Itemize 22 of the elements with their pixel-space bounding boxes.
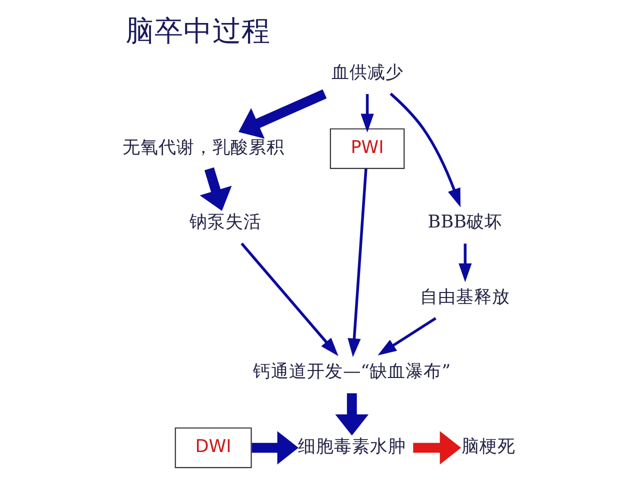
arrow bbox=[240, 242, 338, 356]
node-box: PWI bbox=[330, 128, 405, 169]
arrow bbox=[200, 166, 232, 210]
node-text: 自由基释放 bbox=[420, 286, 510, 307]
arrow bbox=[390, 92, 461, 207]
arrow bbox=[413, 430, 462, 464]
arrow bbox=[238, 88, 327, 138]
diagram-title: 脑卒中过程 bbox=[125, 13, 270, 48]
node-text: 钙通道开发—“缺血瀑布” bbox=[253, 362, 451, 382]
node-box: DWI bbox=[174, 426, 252, 468]
arrow bbox=[252, 430, 298, 464]
node-text: BBB破坏 bbox=[428, 212, 503, 232]
arrow bbox=[378, 316, 436, 355]
node-text: 血供减少 bbox=[331, 62, 404, 83]
arrow bbox=[360, 94, 374, 132]
node-text: 脑梗死 bbox=[461, 436, 516, 456]
node-text: 无氧代谢，乳酸累积 bbox=[122, 137, 284, 158]
node-text: 钠泵失活 bbox=[189, 212, 262, 232]
arrow bbox=[458, 243, 472, 282]
arrow bbox=[348, 168, 368, 357]
arrow bbox=[335, 392, 369, 436]
node-text: 细胞毒素水肿 bbox=[298, 436, 406, 456]
